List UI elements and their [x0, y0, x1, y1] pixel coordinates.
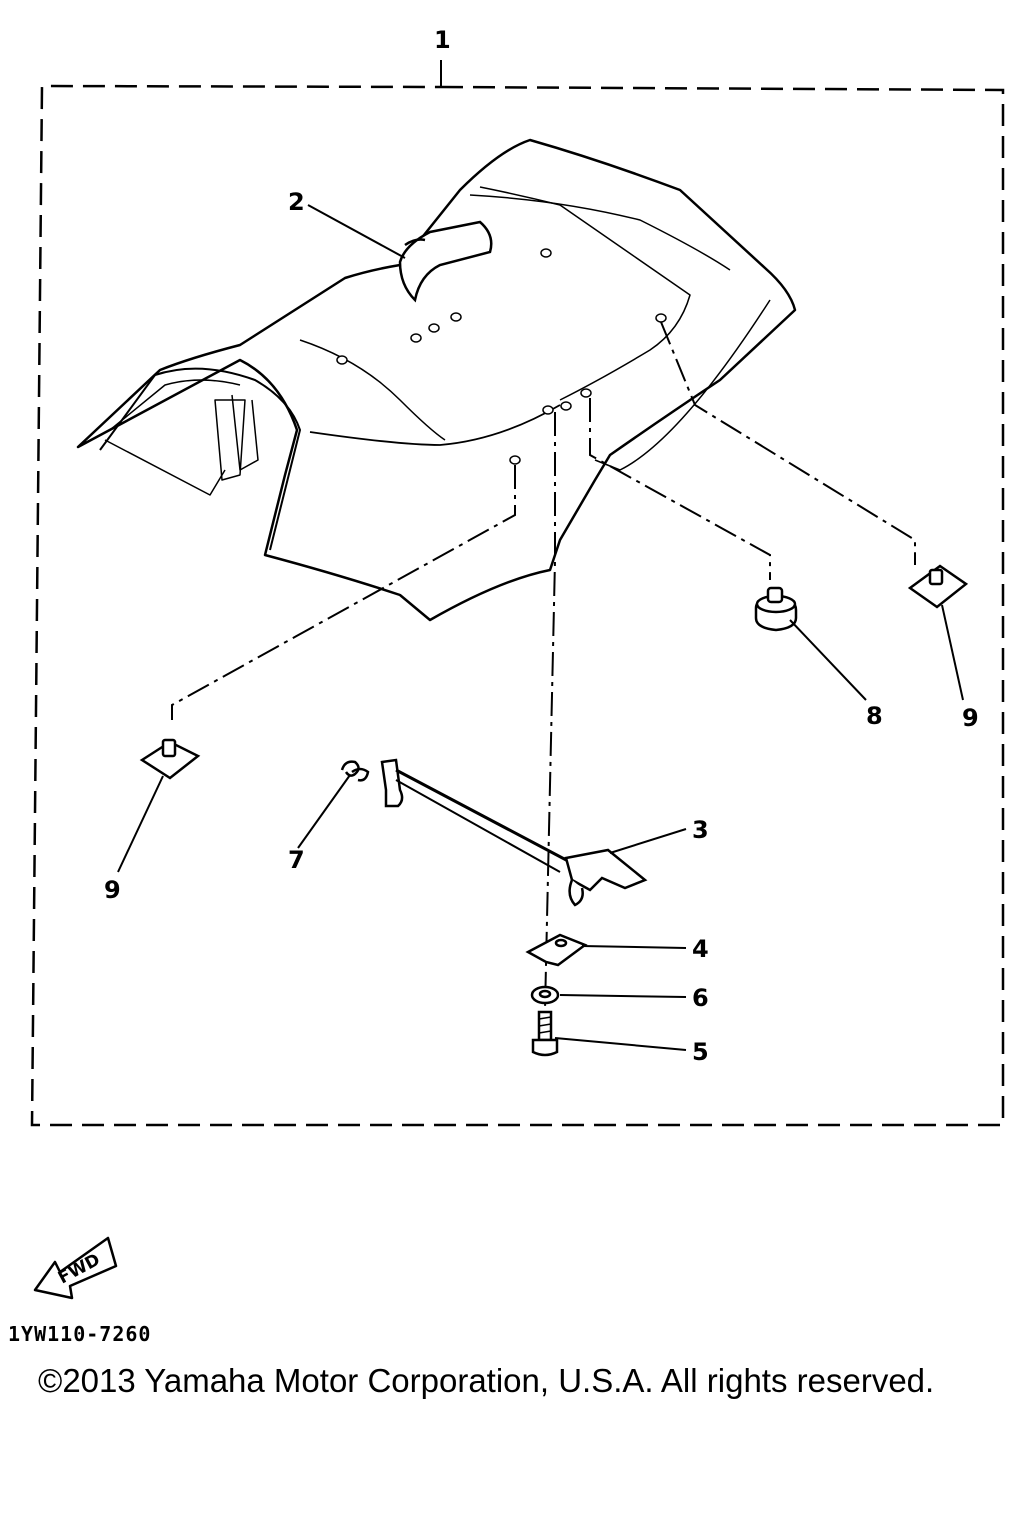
damper-part — [754, 586, 798, 632]
callout-2: 2 — [288, 188, 305, 216]
assembly-lines — [171, 321, 916, 1011]
bracket-part — [525, 933, 588, 967]
callout-1: 1 — [434, 26, 451, 54]
callout-8: 8 — [866, 702, 883, 730]
copyright-notice: ©2013 Yamaha Motor Corporation, U.S.A. A… — [38, 1362, 935, 1399]
assembly-boundary — [30, 84, 1005, 1127]
seat-assembly — [76, 138, 797, 622]
callout-4: 4 — [692, 935, 709, 963]
grab-strap — [398, 220, 493, 303]
nut-part-right — [907, 564, 969, 609]
bolt-part — [531, 1010, 559, 1057]
seat-lock-lever — [380, 758, 648, 907]
nut-part-left — [139, 738, 201, 780]
washer-part — [530, 985, 560, 1005]
callout-3: 3 — [692, 816, 709, 844]
callout-9-right: 9 — [962, 704, 979, 732]
fwd-arrow-icon: FWD — [33, 1236, 118, 1300]
leader-lines — [117, 204, 964, 1051]
part-code: 1YW110-7260 — [8, 1322, 152, 1346]
mounting-holes — [336, 248, 667, 465]
callout-6: 6 — [692, 984, 709, 1012]
callout-7: 7 — [288, 846, 305, 874]
spring-part — [340, 760, 370, 782]
callout-9-left: 9 — [104, 876, 121, 904]
callout-5: 5 — [692, 1038, 709, 1066]
